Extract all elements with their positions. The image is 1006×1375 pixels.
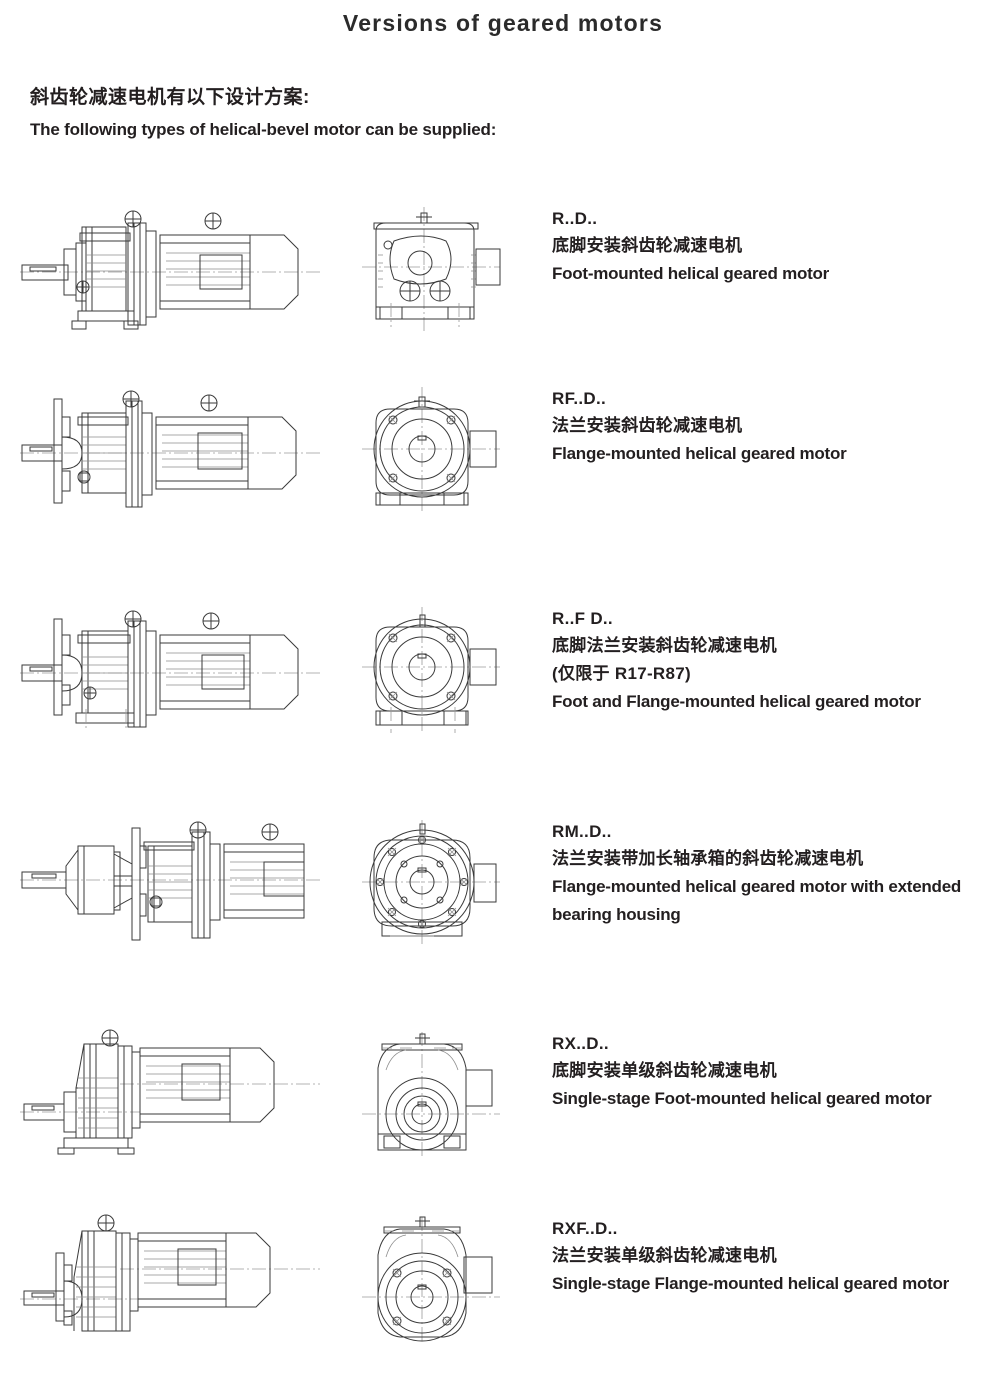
page-title: Versions of geared motors [342, 10, 664, 36]
product-code-3: R..F D.. [552, 609, 613, 628]
product-text-1: R..D.. 底脚安装斜齿轮减速电机 Foot-mounted helical … [552, 205, 997, 288]
intro-block: 斜齿轮减速电机有以下设计方案: The following types of h… [30, 85, 830, 142]
extended-bearing-housing-geared-motor-side-view [20, 818, 320, 948]
foot-mounted-helical-geared-motor-end-view [360, 205, 540, 335]
product-text-6: RXF..D.. 法兰安装单级斜齿轮减速电机 Single-stage Flan… [552, 1215, 997, 1298]
product-description-english-5: Single-stage Foot-mounted helical geared… [552, 1089, 932, 1108]
product-description-chinese-3: 底脚法兰安装斜齿轮减速电机 [552, 636, 777, 655]
product-code-4: RM..D.. [552, 822, 612, 841]
foot-and-flange-mounted-helical-geared-motor-end-view [360, 605, 540, 735]
product-code-5: RX..D.. [552, 1034, 609, 1053]
product-note-chinese-3: (仅限于 R17-R87) [552, 664, 691, 683]
single-stage-foot-mounted-geared-motor-end-view [360, 1030, 540, 1160]
foot-and-flange-mounted-helical-geared-motor-side-view [20, 605, 320, 735]
product-code-2: RF..D.. [552, 389, 607, 408]
product-description-chinese-6: 法兰安装单级斜齿轮减速电机 [552, 1246, 777, 1265]
product-code-1: R..D.. [552, 209, 598, 228]
single-stage-flange-mounted-geared-motor-end-view [360, 1215, 540, 1345]
product-description-chinese-4: 法兰安装带加长轴承箱的斜齿轮减速电机 [552, 849, 864, 868]
flange-mounted-helical-geared-motor-end-view [360, 385, 540, 515]
product-description-english-1: Foot-mounted helical geared motor [552, 264, 829, 283]
extended-bearing-housing-geared-motor-end-view [360, 818, 540, 948]
foot-mounted-helical-geared-motor-side-view [20, 205, 320, 335]
product-description-english-2: Flange-mounted helical geared motor [552, 444, 847, 463]
product-text-3: R..F D.. 底脚法兰安装斜齿轮减速电机 (仅限于 R17-R87) Foo… [552, 605, 997, 716]
intro-heading-chinese: 斜齿轮减速电机有以下设计方案: [30, 87, 310, 108]
product-description-english-6: Single-stage Flange-mounted helical gear… [552, 1274, 950, 1293]
product-code-6: RXF..D.. [552, 1219, 618, 1238]
intro-heading-english: The following types of helical-bevel mot… [30, 120, 497, 139]
product-description-chinese-2: 法兰安装斜齿轮减速电机 [552, 416, 743, 435]
single-stage-flange-mounted-geared-motor-side-view [20, 1214, 320, 1345]
product-description-english-3: Foot and Flange-mounted helical geared m… [552, 692, 921, 711]
product-description-chinese-1: 底脚安装斜齿轮减速电机 [552, 236, 743, 255]
product-text-4: RM..D.. 法兰安装带加长轴承箱的斜齿轮减速电机 Flange-mounte… [552, 818, 997, 929]
product-description-english-4: Flange-mounted helical geared motor with… [552, 877, 962, 924]
single-stage-foot-mounted-geared-motor-side-view [20, 1029, 320, 1160]
product-text-2: RF..D.. 法兰安装斜齿轮减速电机 Flange-mounted helic… [552, 385, 997, 468]
flange-mounted-helical-geared-motor-side-view [20, 385, 320, 515]
product-description-chinese-5: 底脚安装单级斜齿轮减速电机 [552, 1061, 777, 1080]
product-text-5: RX..D.. 底脚安装单级斜齿轮减速电机 Single-stage Foot-… [552, 1030, 997, 1113]
